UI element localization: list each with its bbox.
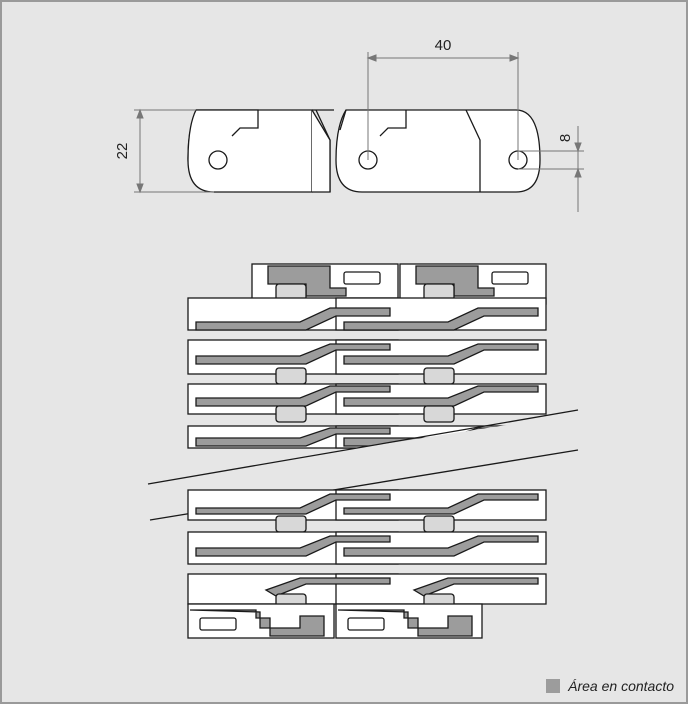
- chain-side-view: [187, 109, 541, 193]
- chain-rows-lower: [187, 489, 547, 619]
- pin-hole-left: [208, 150, 228, 170]
- legend-label: Área en contacto: [568, 678, 674, 694]
- contact-area-swatch: [546, 679, 561, 693]
- chain-rows-upper: [187, 297, 547, 449]
- legend: Área en contacto: [546, 678, 674, 694]
- chain-row-top: [251, 263, 547, 309]
- dimension-pitch-label: 40: [435, 37, 452, 54]
- chain-link-side-left-body: [187, 109, 313, 193]
- dimension-pin-label: 8: [557, 134, 574, 142]
- chain-link-side-middle: [335, 109, 541, 193]
- chain-top-view: [147, 263, 579, 639]
- chain-row-bottom: [187, 603, 483, 639]
- dimension-lines: [134, 52, 584, 212]
- dimension-height-label: 22: [114, 143, 131, 160]
